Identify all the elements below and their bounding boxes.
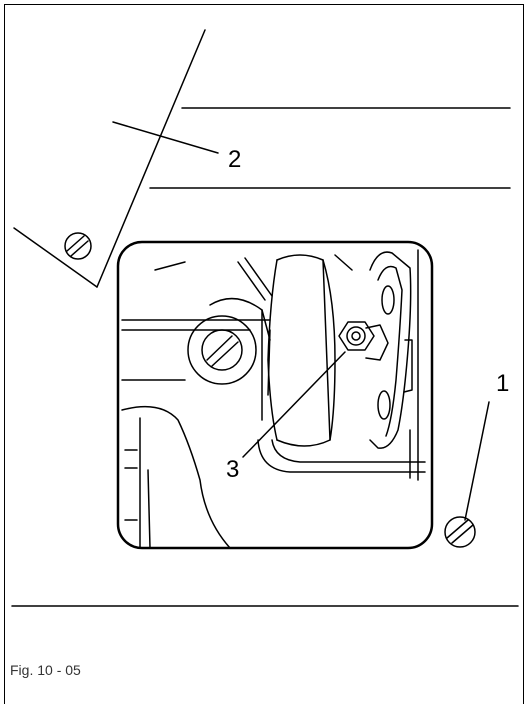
nut-icon xyxy=(338,321,375,351)
screw-icon xyxy=(444,516,476,548)
figure-frame xyxy=(4,4,524,704)
leader-line-3 xyxy=(242,351,346,458)
cover-screw-icon xyxy=(64,232,92,260)
leader-line-2 xyxy=(112,121,219,154)
callout-2: 2 xyxy=(228,146,242,173)
callout-1: 1 xyxy=(496,370,510,397)
technical-drawing xyxy=(11,29,519,607)
callout-3: 3 xyxy=(226,456,240,483)
detail-inset xyxy=(116,240,434,550)
leader-line-1 xyxy=(464,401,490,521)
figure-caption: Fig. 10 - 05 xyxy=(10,662,81,678)
upper-cover-plate xyxy=(13,29,511,288)
